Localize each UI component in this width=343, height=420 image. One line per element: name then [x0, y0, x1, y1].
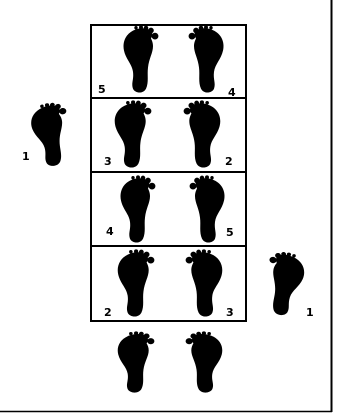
right-footprint-icon	[184, 100, 221, 167]
side-right-footprint-icon	[260, 249, 307, 317]
side-left-footprint-icon	[29, 101, 74, 168]
panel-frame	[91, 98, 246, 172]
panel-right-label: 5	[226, 226, 234, 239]
panel-left-label: 3	[104, 155, 112, 168]
panel-frame	[91, 172, 246, 246]
panel-right-label: 3	[226, 306, 234, 319]
left-footprint-icon	[115, 100, 152, 167]
right-footprint-icon	[186, 249, 223, 316]
side-right-step: 1	[260, 249, 313, 319]
right-footprint-icon	[189, 25, 224, 92]
foot-panel-1: 5 4	[91, 25, 246, 99]
left-footprint-icon	[124, 25, 159, 92]
panel-frame	[91, 25, 246, 98]
side-left-label: 1	[22, 150, 30, 163]
side-right-label: 1	[306, 306, 314, 319]
panel-left-label: 5	[98, 83, 106, 96]
panel-right-label: 2	[225, 155, 233, 168]
left-footprint-icon	[121, 175, 156, 242]
panel-left-label: 2	[104, 306, 112, 319]
side-left-step: 1	[22, 101, 74, 168]
left-footprint-icon	[118, 331, 155, 392]
left-footprint-icon	[118, 249, 155, 316]
panel-left-label: 4	[106, 225, 114, 238]
panel-frame	[91, 246, 246, 321]
bottom-foot-pair	[118, 331, 223, 392]
foot-panel-2: 3 2	[91, 98, 246, 172]
right-footprint-icon	[186, 331, 223, 392]
foot-panel-4: 2 3	[91, 246, 246, 321]
right-footprint-icon	[190, 175, 225, 242]
foot-panel-3: 4 5	[91, 172, 246, 246]
